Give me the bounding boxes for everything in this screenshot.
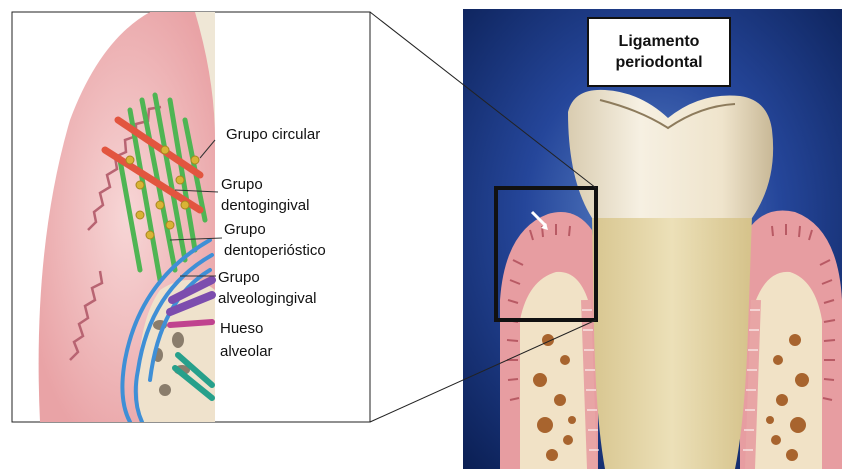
tooth-root — [592, 216, 752, 469]
label-grupo-dentoperiostico-line2: dentoperióstico — [224, 241, 326, 261]
ligament-band-left — [586, 300, 592, 469]
label-grupo-dentogingival-line2: dentogingival — [221, 196, 309, 216]
label-grupo-circular: Grupo circular — [226, 125, 320, 145]
label-grupo-alveologingival-line1: Grupo — [218, 268, 260, 288]
ligament-band-right — [750, 300, 756, 469]
label-grupo-dentoperiostico-line1: Grupo — [224, 220, 266, 240]
title-line1: Ligamento — [619, 33, 700, 50]
label-hueso-alveolar-line2: alveolar — [220, 342, 273, 362]
label-hueso-alveolar-line1: Hueso — [220, 319, 263, 339]
title-text: Ligamento periodontal — [615, 31, 702, 73]
label-grupo-alveologingival-line2: alveologingival — [218, 289, 316, 309]
fiber-bone — [170, 322, 212, 325]
alveolar-bone-right — [752, 272, 822, 469]
alveolar-bone-left — [520, 272, 590, 469]
title-box: Ligamento periodontal — [587, 17, 731, 87]
title-line2: periodontal — [615, 54, 702, 71]
label-grupo-dentogingival-line1: Grupo — [221, 175, 263, 195]
